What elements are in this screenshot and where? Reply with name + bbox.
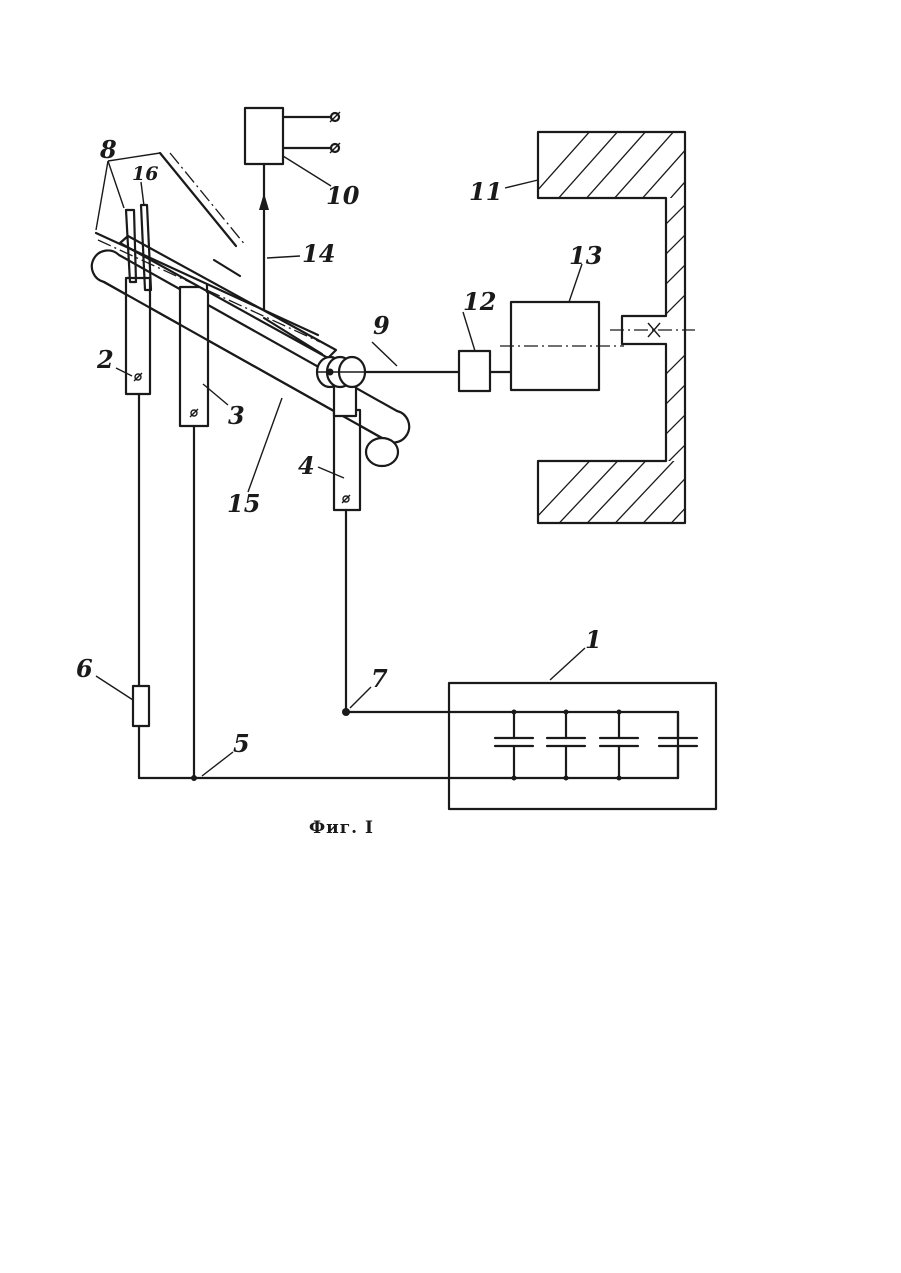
label-10: 10 <box>326 181 360 210</box>
wiring <box>133 394 678 781</box>
label-1: 1 <box>585 625 602 654</box>
label-8: 8 <box>99 135 117 164</box>
label-14: 14 <box>302 239 335 268</box>
label-6: 6 <box>76 654 93 683</box>
capacitor <box>547 710 585 781</box>
coupling-12 <box>459 351 490 391</box>
capacitor <box>659 712 697 778</box>
label-2: 2 <box>96 345 114 374</box>
label-7: 7 <box>371 664 388 693</box>
label-5: 5 <box>233 729 250 758</box>
block-10 <box>245 108 340 164</box>
label-11: 11 <box>469 177 502 206</box>
label-3: 3 <box>228 401 245 430</box>
label-13: 13 <box>569 241 602 270</box>
capacitor <box>495 710 533 781</box>
resistor-6 <box>133 686 149 726</box>
rod-14 <box>259 164 269 322</box>
label-15: 15 <box>227 489 260 518</box>
figure-caption: Фиг. I <box>309 818 374 838</box>
capacitor <box>600 710 638 781</box>
electrode-4 <box>334 410 360 510</box>
label-4: 4 <box>298 451 315 480</box>
electrode-3 <box>180 287 208 426</box>
label-9: 9 <box>373 311 390 340</box>
label-16: 16 <box>132 163 158 185</box>
capacitor-bank-1 <box>449 683 716 809</box>
label-12: 12 <box>463 287 496 316</box>
